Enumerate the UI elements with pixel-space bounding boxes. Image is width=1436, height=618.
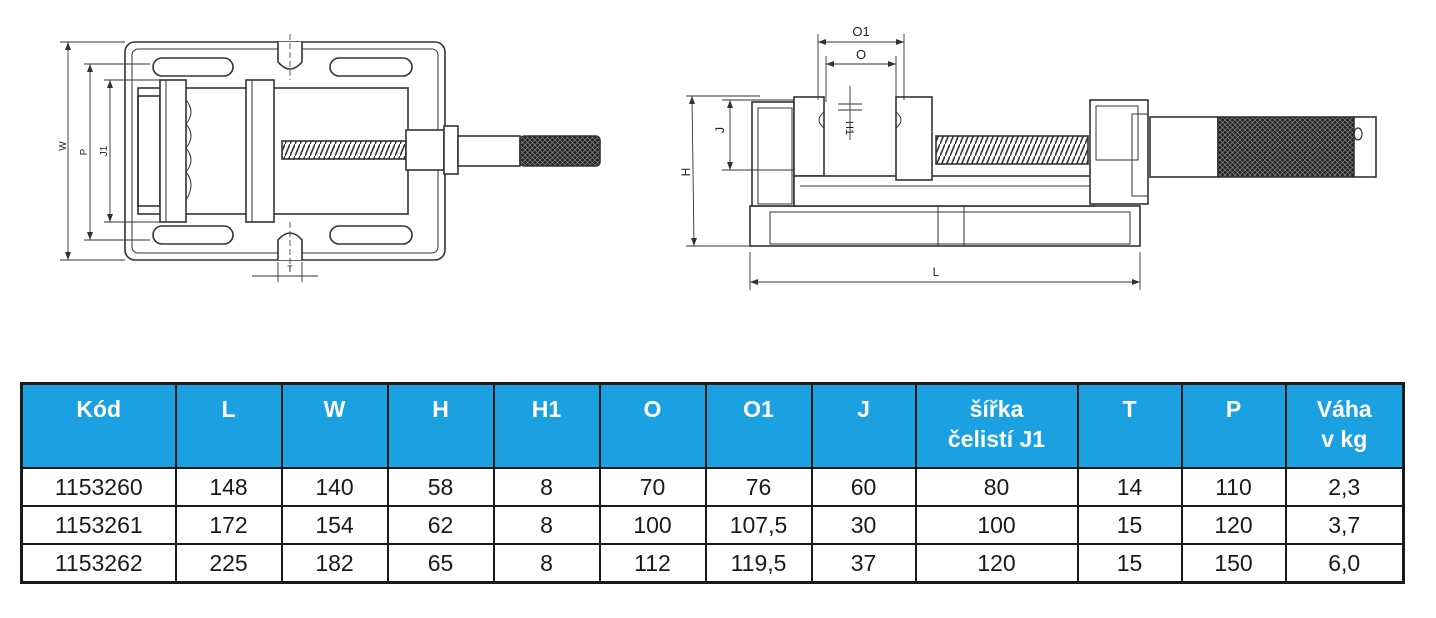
label-h1: H1 [843,121,855,135]
cell-w: 154 [280,505,389,545]
cell-w: 140 [280,467,389,507]
cell-j1: 120 [914,543,1079,584]
label-t: T [287,264,293,274]
cell-kod: 1153262 [20,543,177,584]
cell-l: 225 [174,543,283,584]
movable-jaw [245,79,275,223]
handle-shaft [457,135,521,167]
label-o1: O1 [852,24,869,39]
table-row: 1153262 225 182 65 8 112 119,5 37 120 15… [20,543,1405,584]
lead-screw [281,140,407,160]
cell-vaha: 3,7 [1284,505,1405,545]
pin-hole-icon [1353,127,1363,141]
screw-collar [443,125,459,175]
cell-l: 172 [174,505,283,545]
cell-w: 182 [280,543,389,584]
cell-p: 150 [1180,543,1287,584]
label-w: W [58,141,69,151]
cell-o1: 107,5 [704,505,813,545]
label-h: H [679,168,693,177]
cell-kod: 1153260 [20,467,177,507]
top-view-dimensions [60,41,318,282]
screw-nut [405,129,445,171]
cell-o: 112 [598,543,707,584]
header-l: L [174,382,283,469]
cell-o1: 119,5 [704,543,813,584]
mount-slot [329,57,413,77]
side-view-dimensions [686,34,1141,290]
table-row: 1153261 172 154 62 8 100 107,5 30 100 15… [20,505,1405,545]
mount-slot [152,225,234,245]
cell-h1: 8 [492,467,601,507]
t-notch-bottom [277,232,303,260]
side-handle-shaft [1149,116,1219,178]
cell-j: 37 [810,543,917,584]
table-row: 1153260 148 140 58 8 70 76 60 80 14 110 … [20,467,1405,507]
side-view-rail [793,175,1095,207]
fixed-jaw-plate [793,96,825,177]
movable-jaw-plate [895,96,933,181]
cell-t: 15 [1076,543,1183,584]
cell-h1: 8 [492,505,601,545]
mount-slot [329,225,413,245]
header-h: H [386,382,495,469]
screw-housing [1089,99,1149,205]
cell-j: 30 [810,505,917,545]
cell-kod: 1153261 [20,505,177,545]
cell-h: 58 [386,467,495,507]
header-w: W [280,382,389,469]
fixed-jaw-body [751,101,795,207]
cell-h1: 8 [492,543,601,584]
header-p: P [1180,382,1287,469]
cell-j1: 100 [914,505,1079,545]
header-t: T [1076,382,1183,469]
technical-drawings: W P J1 T [58,24,1377,290]
cell-vaha: 2,3 [1284,467,1405,507]
header-o1: O1 [704,382,813,469]
side-knurled-handle [1217,116,1355,178]
cell-h: 65 [386,543,495,584]
cell-t: 14 [1076,467,1183,507]
cell-h: 62 [386,505,495,545]
header-kod: Kód [20,382,177,469]
label-j: J [713,127,727,133]
fixed-jaw [159,79,187,223]
cell-l: 148 [174,467,283,507]
cell-p: 120 [1180,505,1287,545]
label-l: L [933,265,940,279]
cell-j: 60 [810,467,917,507]
cell-j1: 80 [914,467,1079,507]
top-view [60,34,601,282]
side-view [686,34,1377,290]
knurled-handle [519,135,601,167]
cell-o1: 76 [704,467,813,507]
label-j1: J1 [99,145,110,156]
label-p: P [79,148,90,155]
cell-o: 70 [598,467,707,507]
mount-slot [152,57,234,77]
fixed-jaw-back [137,95,161,207]
header-o: O [598,382,707,469]
header-h1: H1 [492,382,601,469]
vise-drawing: W P J1 T [58,24,1377,290]
cell-o: 100 [598,505,707,545]
cell-p: 110 [1180,467,1287,507]
cell-vaha: 6,0 [1284,543,1405,584]
header-j: J [810,382,917,469]
cell-t: 15 [1076,505,1183,545]
label-o: O [856,47,866,62]
side-lead-screw [935,135,1089,165]
